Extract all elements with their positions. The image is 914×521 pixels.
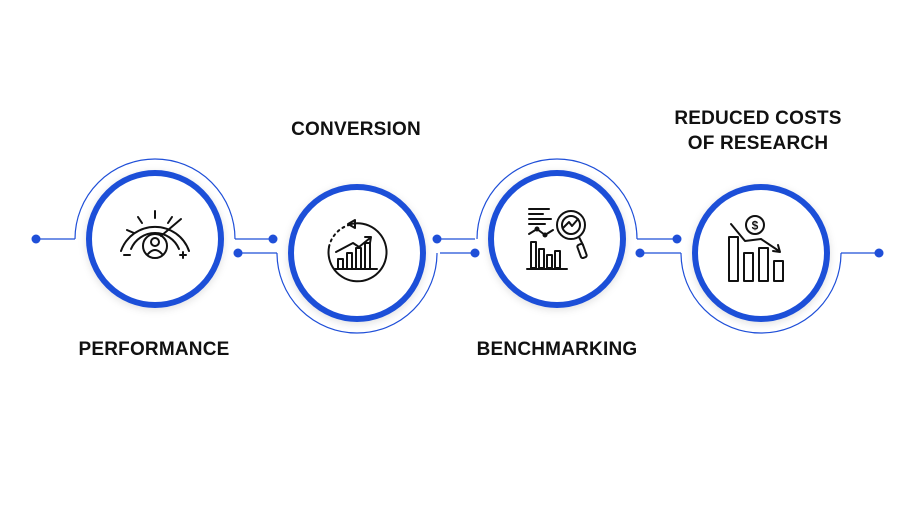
svg-text:$: $ <box>752 219 759 233</box>
cost-reduction-chart-icon: $ <box>728 215 784 282</box>
step-label-line: OF RESEARCH <box>687 133 829 154</box>
step-label-reduced-costs: REDUCED COSTS OF RESEARCH <box>658 106 858 156</box>
connector-dot <box>672 234 682 244</box>
connector-dot <box>470 248 480 258</box>
step-circles <box>86 170 830 322</box>
step-label-line: PERFORMANCE <box>78 339 230 360</box>
step-label-line: CONVERSION <box>291 119 421 140</box>
step-label-benchmarking: BENCHMARKING <box>457 337 657 362</box>
connector-dot <box>874 248 884 258</box>
step-circle-reduced-costs <box>692 184 830 322</box>
step-label-conversion: CONVERSION <box>256 117 456 142</box>
connector-dots <box>31 234 884 258</box>
connector-dot <box>432 234 442 244</box>
step-label-line: BENCHMARKING <box>476 339 638 360</box>
step-circle-benchmarking <box>488 170 626 308</box>
connector-dot <box>268 234 278 244</box>
step-label-performance: PERFORMANCE <box>54 337 254 362</box>
connector-dot <box>635 248 645 258</box>
analytics-magnifier-icon <box>526 208 588 270</box>
growth-chart-icon <box>327 219 388 283</box>
connector-dot <box>233 248 243 258</box>
connector-lines <box>36 158 879 334</box>
step-label-line: REDUCED COSTS <box>674 108 842 129</box>
speedometer-user-icon <box>120 210 190 259</box>
connector-dot <box>31 234 41 244</box>
